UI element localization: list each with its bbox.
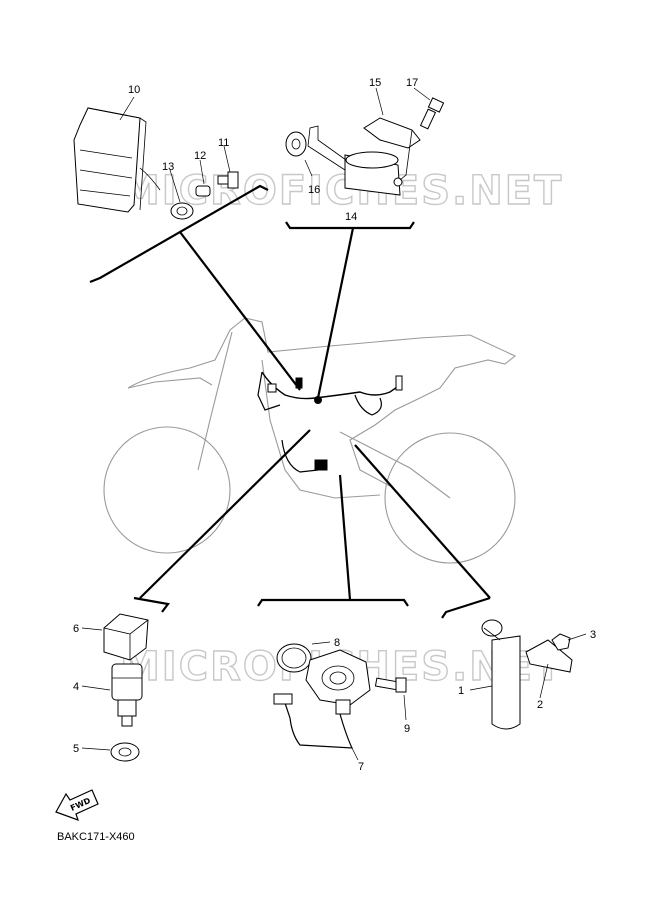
wire-harness [257, 371, 403, 473]
callout-15: 15 [369, 77, 381, 89]
swingarm [339, 431, 451, 499]
rear-wheel [384, 432, 516, 564]
callout-4: 4 [73, 681, 79, 693]
o-ring-part-8 [276, 641, 331, 673]
bracket-part-15 [363, 87, 421, 181]
callout-8: 8 [334, 637, 340, 649]
callout-labels: 1 2 3 4 5 6 7 8 9 10 11 12 13 14 15 16 1… [73, 77, 596, 773]
ignition-coil-part-14 [307, 125, 403, 196]
callout-12: 12 [194, 150, 206, 162]
front-wheel [103, 426, 231, 554]
callout-11: 11 [218, 137, 229, 149]
bolt-part-17 [413, 87, 445, 130]
leader-lines [89, 184, 491, 619]
callout-14: 14 [345, 211, 357, 223]
callout-6: 6 [73, 623, 79, 635]
frame-body [127, 317, 517, 487]
ecu-part-10 [73, 96, 161, 213]
bolt-part-9 [374, 677, 407, 721]
callout-17: 17 [406, 77, 418, 89]
washer-part-5 [81, 742, 140, 762]
collar-part-12 [195, 159, 211, 197]
grommet-part-13 [169, 169, 194, 220]
callout-3: 3 [590, 629, 596, 641]
callout-13: 13 [162, 161, 174, 173]
sensor-cap-part-6 [81, 613, 149, 661]
temp-sensor-part-4 [81, 663, 143, 727]
plug-cap-part-16 [285, 131, 313, 177]
watermark-top: MICROFICHES.NET [120, 168, 563, 214]
nut-part-3 [551, 633, 587, 651]
callout-7: 7 [358, 761, 364, 773]
throttle-sensor-part-1 [469, 619, 521, 730]
diagram-code: BAKC171-X460 [57, 831, 135, 843]
bolt-part-11 [217, 145, 239, 189]
callout-9: 9 [404, 723, 410, 735]
bracket-part-2 [525, 639, 573, 699]
fork-line [197, 331, 233, 471]
motorcycle-outline [103, 317, 517, 564]
callout-10: 10 [128, 84, 140, 96]
callout-2: 2 [537, 699, 543, 711]
callout-16: 16 [308, 184, 320, 196]
fwd-arrow-icon: FWD [55, 789, 99, 821]
front-fender [127, 377, 213, 389]
callout-5: 5 [73, 743, 79, 755]
callout-1: 1 [458, 685, 464, 697]
sensor-part-7 [273, 649, 371, 761]
